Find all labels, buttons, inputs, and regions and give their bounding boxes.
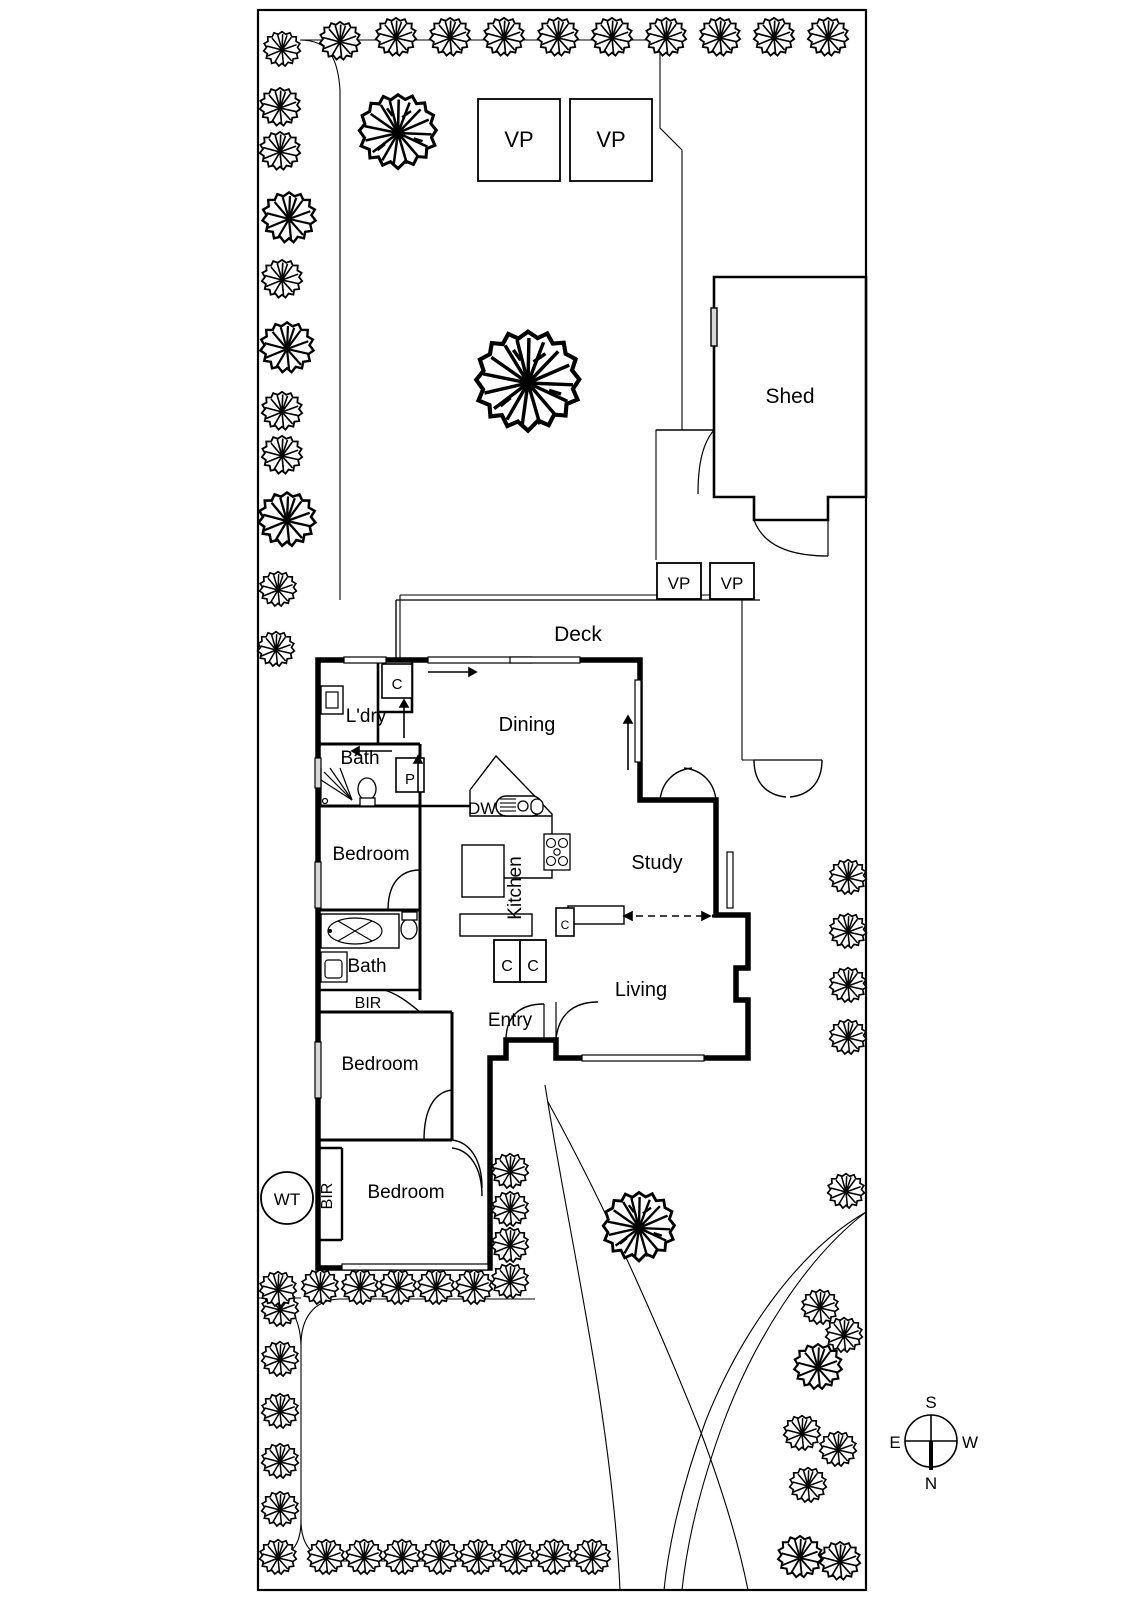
cupboard-ldry: C — [381, 663, 413, 699]
vp-marker-top-1: VP — [477, 98, 561, 182]
flow-arrows — [350, 666, 748, 922]
vp-marker-top-2: VP — [569, 98, 653, 182]
room-label-deck: Deck — [554, 623, 602, 646]
room-label-bedroom-mid: Bedroom — [341, 1054, 418, 1075]
shed-structure — [656, 275, 868, 557]
vp-label: VP — [721, 574, 744, 593]
compass-label-w: W — [962, 1433, 978, 1452]
vp-label: VP — [504, 127, 533, 152]
bir-label: BIR — [319, 1183, 336, 1210]
interior-walls — [318, 660, 470, 1242]
compass-rose: S N E W — [889, 1393, 978, 1493]
room-label-kitchen: Kitchen — [505, 856, 526, 919]
room-label-ldry: L'dry — [346, 706, 387, 727]
cupboard-study: C — [555, 907, 575, 937]
bir-lower: BIR — [319, 1183, 336, 1210]
room-label-entry: Entry — [488, 1010, 533, 1031]
vp-label: VP — [596, 127, 625, 152]
pantry-label: P — [405, 771, 415, 788]
compass-label-n: N — [925, 1474, 937, 1493]
compass-label-e: E — [889, 1433, 900, 1452]
water-tank-label: WT — [274, 1190, 300, 1209]
fixtures — [320, 685, 625, 983]
cupboard-label: C — [527, 958, 539, 975]
water-tank: WT — [260, 1171, 314, 1225]
room-label-study: Study — [631, 852, 682, 874]
vp-marker-mid-2: VP — [709, 562, 755, 600]
room-label-bedroom-lower: Bedroom — [367, 1182, 444, 1203]
dishwasher-label: DW — [468, 799, 496, 818]
cupboard-label: C — [501, 958, 513, 975]
bir-label: BIR — [355, 995, 382, 1012]
vp-marker-mid-1: VP — [656, 562, 702, 600]
cupboard-entry-2: C — [519, 939, 547, 983]
room-label-bath-upper: Bath — [340, 748, 379, 769]
room-label-living: Living — [615, 979, 667, 1001]
cupboard-entry-1: C — [493, 939, 521, 983]
door-swings — [383, 759, 823, 1197]
room-label-dining: Dining — [499, 714, 556, 736]
room-label-bedroom-upper: Bedroom — [332, 844, 409, 865]
cupboard-label: C — [392, 676, 403, 693]
room-label-shed: Shed — [765, 385, 814, 408]
cupboard-label: C — [561, 918, 570, 932]
deck-outline — [395, 599, 760, 660]
room-label-bath-lower: Bath — [347, 956, 386, 977]
vp-label: VP — [668, 574, 691, 593]
bir-upper: BIR — [355, 995, 382, 1012]
windows — [314, 656, 734, 1271]
compass-label-s: S — [925, 1393, 936, 1412]
